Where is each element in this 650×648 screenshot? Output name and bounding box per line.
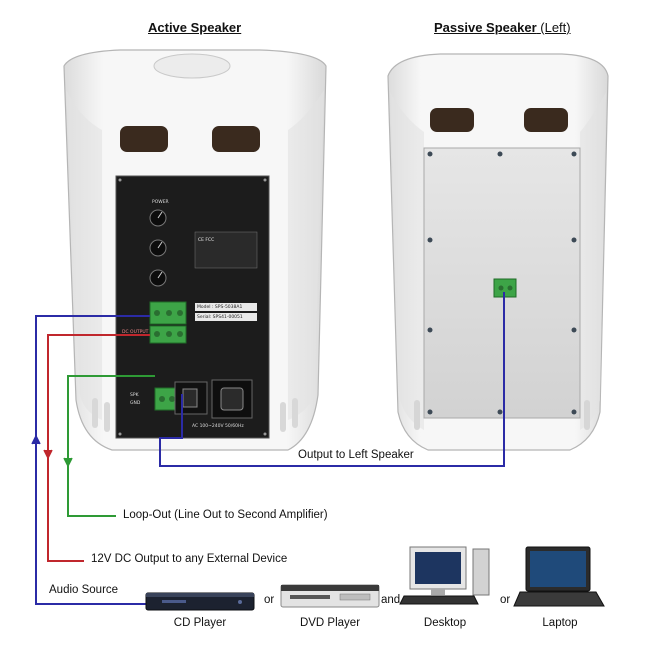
connector-or-1: or (264, 594, 275, 606)
loop-arrow-icon (63, 457, 73, 468)
panel-power-label: POWER (152, 200, 169, 205)
laptop-computer-icon (513, 546, 605, 607)
passive-speaker-icon (387, 53, 609, 451)
laptop-label: Laptop (542, 617, 578, 629)
connector-and: and (381, 594, 401, 606)
passive-speaker-heading-suffix: (Left) (540, 20, 571, 35)
connector-or-2: or (500, 594, 511, 606)
desktop-label: Desktop (423, 617, 467, 629)
dc-output-label: 12V DC Output to any External Device (91, 553, 288, 565)
audio-source-wire (35, 315, 150, 605)
loop-out-wire (67, 375, 155, 517)
passive-speaker-heading-bold: Passive Speaker (434, 20, 537, 35)
desktop-computer-icon (399, 546, 490, 605)
loop-out-label: Loop-Out (Line Out to Second Amplifier) (123, 509, 328, 521)
dc-output-wire (47, 334, 150, 562)
panel-dc-output-label: DC OUTPUT (122, 330, 149, 335)
panel-ce-label: CE FCC (198, 238, 215, 243)
dvd-player-icon (280, 584, 380, 608)
dvd-player-label: DVD Player (299, 617, 361, 629)
panel-ac-label: AC 100~240V 50/60Hz (192, 424, 244, 429)
panel-model-label: Model : SPS-5038A1 (197, 305, 243, 310)
audio-arrow-icon (31, 434, 41, 445)
dc-arrow-icon (43, 449, 53, 460)
cd-player-label: CD Player (173, 617, 227, 629)
audio-source-label: Audio Source (49, 584, 119, 596)
panel-spk-label: SPK (130, 393, 139, 398)
output-left-label: Output to Left Speaker (298, 449, 414, 461)
panel-serial-label: Serial: SPS41-00051 (197, 315, 243, 320)
output-left-wire (159, 292, 505, 467)
active-speaker-heading: Active Speaker (148, 20, 242, 35)
cd-player-icon (145, 592, 255, 611)
panel-gnd-label: GND (130, 401, 141, 406)
passive-speaker-heading: Passive Speaker (Left) (434, 20, 571, 35)
active-speaker-icon (63, 49, 327, 451)
